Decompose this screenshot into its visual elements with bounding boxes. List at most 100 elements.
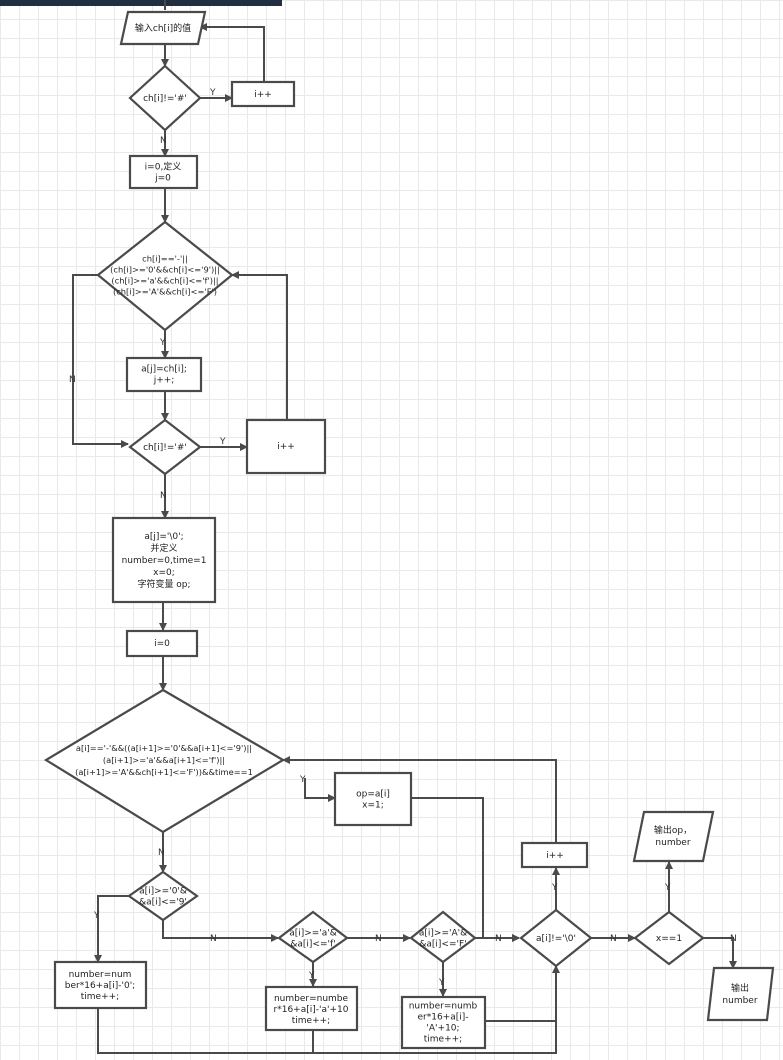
node-line: j++; xyxy=(153,376,175,386)
top-toolbar-strip xyxy=(0,0,282,6)
set-op-label: op=a[i]x=1; xyxy=(356,790,390,811)
node-output-op[interactable]: 输出op， number xyxy=(632,810,715,863)
node-line: number=numb xyxy=(409,1002,478,1012)
edge-cond5-no xyxy=(162,918,279,942)
label-cond5-no: N xyxy=(210,934,217,944)
node-line: &a[i]<='F' xyxy=(419,940,466,950)
node-line: number=numbe xyxy=(274,994,349,1004)
node-cond-sign[interactable]: a[i]=='-'&&((a[i+1]>='0'&&a[i+1]<='9')||… xyxy=(43,688,286,834)
node-line: ch[i]=='-'|| xyxy=(142,254,188,264)
cond-sign-label: a[i]=='-'&&((a[i+1]>='0'&&a[i+1]<='9')||… xyxy=(75,743,253,777)
edge-cond5-yes xyxy=(94,895,130,963)
node-line: number xyxy=(655,838,690,848)
node-inc-i-2[interactable]: i++ xyxy=(245,418,327,475)
cond-lower-label: a[i]>='a'&&a[i]<='f' xyxy=(289,929,337,950)
label-cond2-no: N xyxy=(69,375,76,385)
node-line: (ch[i]>='A'&&ch[i]<='F') xyxy=(113,287,217,297)
node-line: a[i]!='\0' xyxy=(536,934,576,944)
label-cond2-yes: Y xyxy=(159,338,166,348)
node-line: 输出op， xyxy=(654,824,692,836)
node-line: number xyxy=(722,996,757,1006)
node-line: j=0 xyxy=(154,174,171,184)
node-line: (a[i+1]>='A'&&ch[i+1]<='F'))&&time==1 xyxy=(75,767,253,777)
node-cond-not-end[interactable]: a[i]!='\0' xyxy=(519,908,593,968)
output-op-label: 输出op， number xyxy=(654,824,692,848)
node-line: x==1 xyxy=(656,934,682,944)
label-cond7-no: N xyxy=(495,934,502,944)
node-line: time++; xyxy=(292,1016,330,1026)
label-cond4-yes: Y xyxy=(299,775,306,785)
label-cond6-yes: Y xyxy=(308,971,315,981)
node-line: number=0,time=1 xyxy=(122,556,207,566)
edge-labels: Y N Y N Y N Y N Y N Y N Y N Y N Y N xyxy=(69,88,737,988)
node-line: a[i]>='A'& xyxy=(419,929,467,939)
edge-condx-no xyxy=(703,937,737,969)
inc-i-3-label: i++ xyxy=(546,851,564,861)
cond-x-label: x==1 xyxy=(656,934,682,944)
node-cond-ch-not-hash-1[interactable]: ch[i]!='#' xyxy=(128,64,202,132)
cond-digit-label: a[i]>='0'&&a[i]<='9' xyxy=(139,887,187,908)
cond-not-end-label: a[i]!='\0' xyxy=(536,934,576,944)
label-cond9-no: N xyxy=(610,934,617,944)
node-cond-x[interactable]: x==1 xyxy=(633,910,705,966)
output-number-label: 输出 number xyxy=(722,982,757,1006)
node-input-ch[interactable]: 输入ch[i]的值 xyxy=(119,10,207,46)
node-inc-i-1[interactable]: i++ xyxy=(230,80,296,108)
node-cond-upper[interactable]: a[i]>='A'&&a[i]<='F' xyxy=(409,910,477,964)
cond-ch-not-hash-2-label: ch[i]!='#' xyxy=(143,443,187,453)
node-line: i++ xyxy=(277,442,295,452)
node-line: 输出 xyxy=(731,982,749,994)
node-line: a[j]=ch[i]; xyxy=(141,365,187,375)
label-cond9-yes: Y xyxy=(551,883,558,893)
label-cond1-yes: Y xyxy=(209,88,216,98)
label-cond3-no: N xyxy=(160,491,167,501)
edge-loop2-back xyxy=(231,271,288,420)
node-line: 输入ch[i]的值 xyxy=(135,22,191,34)
node-set-op[interactable]: op=a[i]x=1; xyxy=(333,771,413,827)
label-cond7-yes: Y xyxy=(438,978,445,988)
node-line: i++ xyxy=(546,851,564,861)
node-line: op=a[i] xyxy=(356,790,390,800)
node-line: (ch[i]>='a'&&ch[i]<='f')|| xyxy=(111,276,218,286)
edge-loop1-back xyxy=(199,23,265,82)
inc-i-2-label: i++ xyxy=(277,442,295,452)
node-line: time++; xyxy=(81,992,119,1002)
node-line: (a[i+1]>='a'&&a[i+1]<='f')|| xyxy=(103,755,225,765)
node-line: (ch[i]>='0'&&ch[i]<='9')|| xyxy=(110,265,220,275)
node-output-number[interactable]: 输出 number xyxy=(706,966,775,1022)
cond-upper-label: a[i]>='A'&&a[i]<='F' xyxy=(419,929,467,950)
node-cond-digit[interactable]: a[i]>='0'&&a[i]<='9' xyxy=(127,870,199,922)
node-line: er*16+a[i]- xyxy=(417,1013,468,1023)
node-line: x=1; xyxy=(362,801,384,811)
node-reset-i[interactable]: i=0 xyxy=(125,629,199,658)
node-line: number=num xyxy=(69,970,132,980)
node-cond-valid-char[interactable]: ch[i]=='-'||(ch[i]>='0'&&ch[i]<='9')||(c… xyxy=(96,220,234,332)
node-cond-ch-not-hash-2[interactable]: ch[i]!='#' xyxy=(128,418,202,476)
node-line: ch[i]!='#' xyxy=(143,94,187,104)
node-line: &a[i]<='9' xyxy=(139,898,187,908)
node-inc-i-3[interactable]: i++ xyxy=(520,841,589,869)
edge-loop3-back xyxy=(282,756,557,843)
node-cond-lower[interactable]: a[i]>='a'&&a[i]<='f' xyxy=(277,910,349,964)
node-line: a[j]='\0'; xyxy=(144,532,183,542)
label-condx-yes: Y xyxy=(664,883,671,893)
node-line: ch[i]!='#' xyxy=(143,443,187,453)
node-assign-a-j[interactable]: a[j]=ch[i];j++; xyxy=(125,356,203,393)
node-line: time++; xyxy=(424,1035,462,1045)
edge-cond2-no xyxy=(72,274,129,448)
cond-valid-char-label: ch[i]=='-'||(ch[i]>='0'&&ch[i]<='9')||(c… xyxy=(110,254,220,297)
label-cond6-no: N xyxy=(375,934,382,944)
node-line: i=0 xyxy=(154,639,170,649)
label-cond1-no: N xyxy=(160,136,167,146)
node-line: x=0; xyxy=(153,568,175,578)
connectors xyxy=(72,0,737,1054)
node-line: ber*16+a[i]-'0'; xyxy=(65,981,135,991)
